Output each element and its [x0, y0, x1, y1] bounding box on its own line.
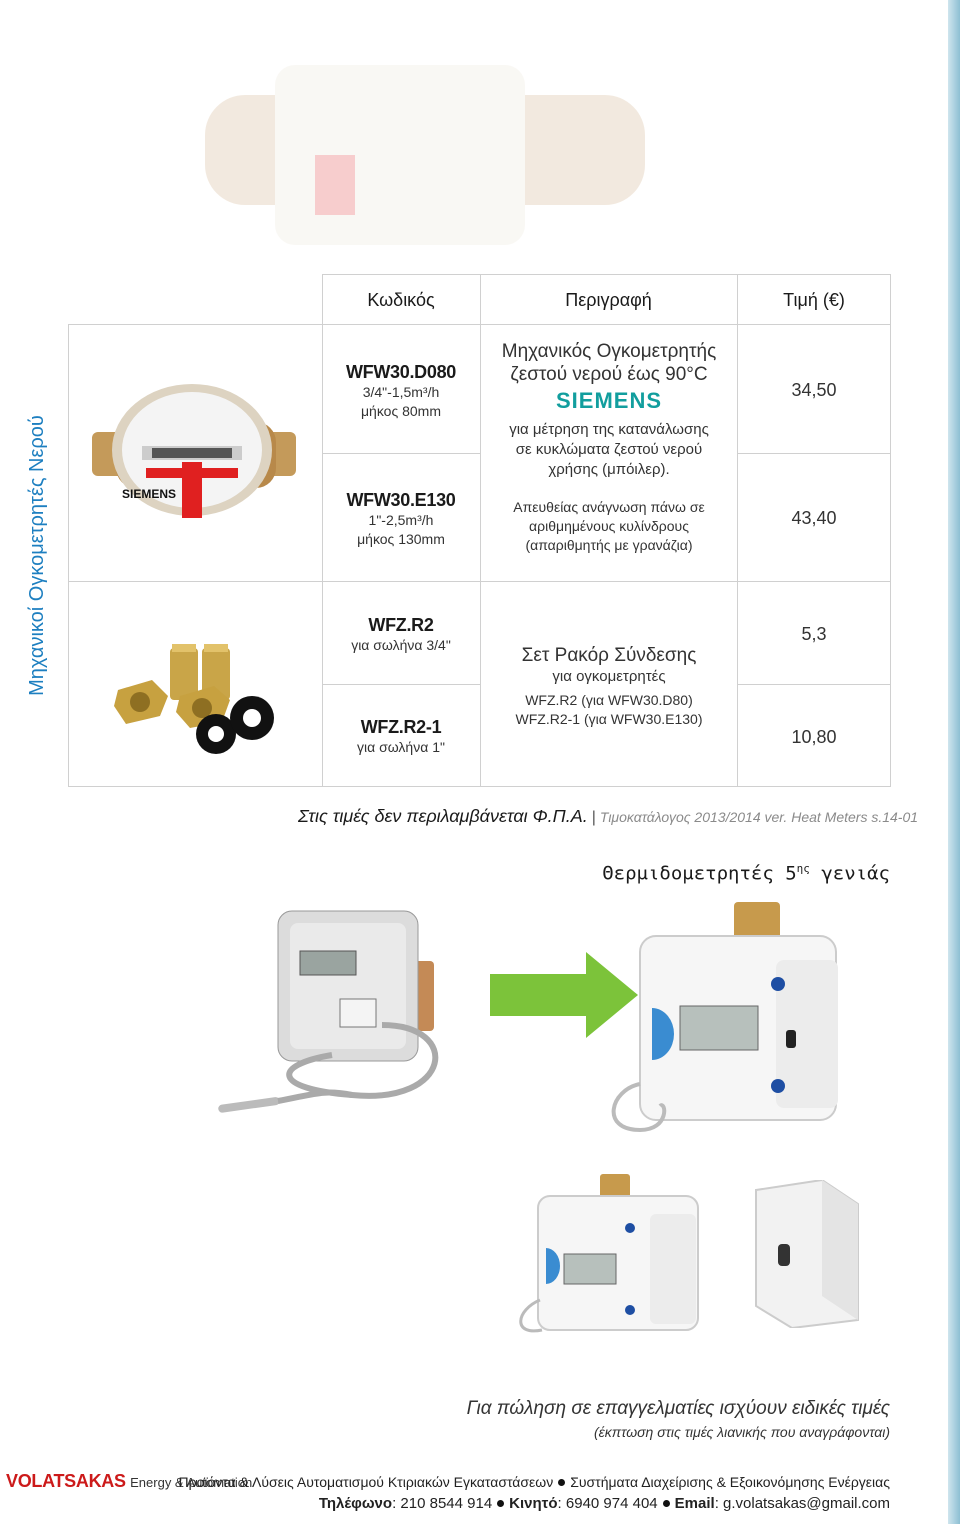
siemens-logo: SIEMENS: [555, 388, 663, 413]
meter-reading-line: (απαριθμητής με γρανάζια): [525, 537, 693, 553]
mobile-label: Κινητό: [509, 1495, 558, 1512]
header-code: Κωδικός: [367, 289, 435, 310]
meter-title-line1: Μηχανικός Ογκομετρητής: [501, 341, 717, 362]
heat-meters-title-tail: γενιάς: [809, 862, 890, 885]
phone-number[interactable]: 210 8544 914: [400, 1495, 493, 1512]
category-side-label-text: Μηχανικοί Ογκομετρητές Νερού: [25, 414, 48, 696]
meter-body-line: σε κυκλώματα ζεστού νερού: [515, 441, 703, 458]
fittings-title: Σετ Ρακόρ Σύνδεσης: [521, 645, 697, 666]
grid-line: [737, 453, 891, 454]
product-price: 5,3: [801, 624, 827, 644]
fittings-map: WFZ.R2-1 (για WFW30.E130): [515, 711, 703, 727]
grid-line: [68, 324, 69, 787]
email-link[interactable]: g.volatsakas@gmail.com: [723, 1495, 890, 1512]
heat-meter-side-image: [755, 1180, 859, 1328]
brand-tagline: Energy & Automation: [130, 1475, 253, 1490]
product-code: WFZ.R2-1: [360, 717, 442, 737]
brand-name: VOLATSAKAS: [6, 1471, 126, 1491]
product-spec: 1"-2,5m³/h: [368, 512, 434, 528]
product-code-cell: WFZ.R2-1 για σωλήνα 1": [322, 717, 480, 757]
new-heat-meter-image: [611, 902, 838, 1133]
professional-pricing-note: Για πώληση σε επαγγελματίες ισχύουν ειδι…: [467, 1398, 890, 1440]
meter-brand-text: SIEMENS: [122, 487, 176, 501]
old-heat-meter-image: [218, 910, 439, 1113]
side-stripe: [948, 0, 960, 1524]
grid-line: [322, 684, 480, 685]
product-code: WFW30.D080: [345, 362, 457, 382]
water-meter-image: SIEMENS: [92, 384, 296, 518]
fittings-image: [114, 644, 274, 754]
footer-services: Προϊόντα & Λύσεις Αυτοματισμού Κτιριακών…: [179, 1474, 891, 1490]
email-label: Email: [674, 1495, 715, 1512]
fittings-map: WFZ.R2 (για WFW30.D80): [525, 692, 693, 708]
product-code-cell: WFW30.D080 3/4"-1,5m³/h μήκος 80mm: [322, 362, 480, 421]
grid-line: [480, 274, 481, 787]
product-code: WFW30.E130: [346, 490, 456, 510]
grid-line: [890, 274, 891, 787]
meter-reading-line: Απευθείας ανάγνωση πάνω σε: [513, 499, 705, 515]
header-description: Περιγραφή: [565, 289, 652, 310]
meter-description: Μηχανικός Ογκομετρητής ζεστού νερού έως …: [482, 340, 736, 555]
note-separator: |: [591, 809, 596, 826]
footer-brand: VOLATSAKAS Energy & Automation: [6, 1471, 252, 1492]
grid-line: [737, 274, 738, 787]
mobile-number[interactable]: 6940 974 404: [565, 1495, 658, 1512]
meter-body-line: χρήσης (μπόιλερ).: [548, 461, 670, 478]
product-length: μήκος 80mm: [360, 403, 441, 419]
meter-reading-line: αριθμημένους κυλίνδρους: [529, 518, 689, 534]
grid-line: [322, 274, 323, 787]
product-price: 10,80: [791, 727, 837, 747]
heat-meter-front-image: [519, 1174, 699, 1333]
fittings-subtitle: για ογκομετρητές: [552, 668, 666, 685]
grid-line: [68, 581, 891, 582]
grid-line: [322, 453, 480, 454]
vat-note: Στις τιμές δεν περιλαμβάνεται Φ.Π.Α.|Τιμ…: [298, 806, 918, 827]
vat-note-text: Στις τιμές δεν περιλαμβάνεται Φ.Π.Α.: [298, 806, 588, 826]
product-spec: για σωλήνα 1": [357, 739, 445, 755]
upgrade-arrow-icon: [490, 952, 638, 1038]
grid-line: [737, 684, 891, 685]
footer-service-item: Προϊόντα & Λύσεις Αυτοματισμού Κτιριακών…: [178, 1474, 554, 1490]
product-price: 43,40: [791, 508, 837, 528]
header-price: Τιμή (€): [783, 289, 845, 310]
product-spec: για σωλήνα 3/4": [351, 637, 451, 653]
category-side-label: Μηχανικοί Ογκομετρητές Νερού: [14, 325, 60, 785]
footer-service-item: Συστήματα Διαχείρισης & Εξοικονόμησης Εν…: [570, 1474, 890, 1490]
catalog-version: Τιμοκατάλογος 2013/2014 ver. Heat Meters…: [599, 809, 919, 825]
hero-meter-image: [205, 65, 645, 245]
bullet-dot-icon: [558, 1478, 566, 1486]
bullet-dot-icon: [662, 1499, 670, 1507]
product-code: WFZ.R2: [368, 615, 434, 635]
product-code-cell: WFZ.R2 για σωλήνα 3/4": [322, 615, 480, 655]
grid-line: [68, 786, 891, 787]
grid-line: [68, 324, 891, 325]
phone-label: Τηλέφωνο: [318, 1495, 393, 1512]
fittings-description: Σετ Ρακόρ Σύνδεσης για ογκομετρητές WFZ.…: [482, 644, 736, 729]
heat-meters-title-text: Θερμιδομετρητές 5: [602, 862, 797, 885]
professional-pricing-line1: Για πώληση σε επαγγελματίες ισχύουν ειδι…: [466, 1398, 890, 1419]
product-price: 34,50: [791, 380, 837, 400]
product-length: μήκος 130mm: [357, 531, 445, 547]
product-spec: 3/4"-1,5m³/h: [362, 384, 440, 400]
product-code-cell: WFW30.E130 1"-2,5m³/h μήκος 130mm: [322, 490, 480, 549]
meter-body-line: για μέτρηση της κατανάλωσης: [509, 421, 709, 438]
professional-pricing-line2: (έκπτωση στις τιμές λιανικής που αναγράφ…: [593, 1424, 890, 1440]
heat-meters-title: Θερμιδομετρητές 5ης γενιάς: [602, 862, 890, 884]
heat-meters-title-sup: ης: [796, 862, 810, 875]
bullet-dot-icon: [497, 1499, 505, 1507]
grid-line: [322, 274, 891, 275]
meter-title-line2: ζεστού νερού έως 90°C: [510, 364, 708, 385]
